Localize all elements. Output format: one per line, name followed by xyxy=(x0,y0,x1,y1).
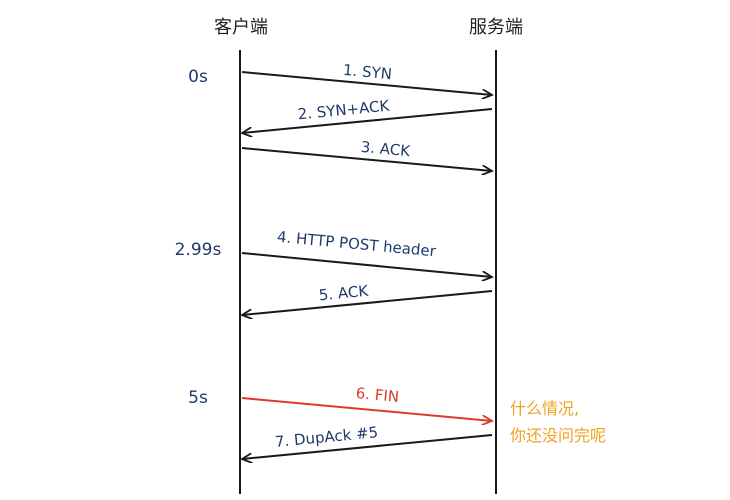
message-label-http-post: 4. HTTP POST header xyxy=(276,228,437,261)
note-line-1: 什么情况, xyxy=(510,399,579,418)
time-label-2-99s: 2.99s xyxy=(175,240,222,260)
message-arrow-ack-5 xyxy=(242,290,493,315)
time-label-0s: 0s xyxy=(188,67,208,87)
message-arrow-syn xyxy=(241,71,492,95)
message-arrow-http-post xyxy=(241,252,492,277)
message-http-post: 4. HTTP POST header xyxy=(241,228,492,277)
message-syn: 1. SYN xyxy=(241,61,492,95)
message-arrow-syn-ack xyxy=(242,108,493,133)
message-arrow-dupack xyxy=(242,434,493,459)
time-label-5s: 5s xyxy=(188,388,208,408)
message-arrow-fin xyxy=(241,397,492,421)
client-lane-title: 客户端 xyxy=(214,17,268,38)
message-dupack: 7. DupAck #5 xyxy=(242,423,493,459)
message-label-fin: 6. FIN xyxy=(355,384,400,406)
message-ack-5: 5. ACK xyxy=(242,282,493,315)
message-fin: 6. FIN xyxy=(241,384,492,421)
server-lane-title: 服务端 xyxy=(469,17,523,38)
message-label-ack-3: 3. ACK xyxy=(360,138,412,161)
message-arrow-ack-3 xyxy=(241,147,492,171)
note-line-2: 你还没问完呢 xyxy=(510,426,606,445)
message-label-ack-5: 5. ACK xyxy=(318,282,370,305)
message-syn-ack: 2. SYN+ACK xyxy=(242,97,493,133)
message-label-syn: 1. SYN xyxy=(342,61,392,83)
message-ack-3: 3. ACK xyxy=(241,138,492,171)
